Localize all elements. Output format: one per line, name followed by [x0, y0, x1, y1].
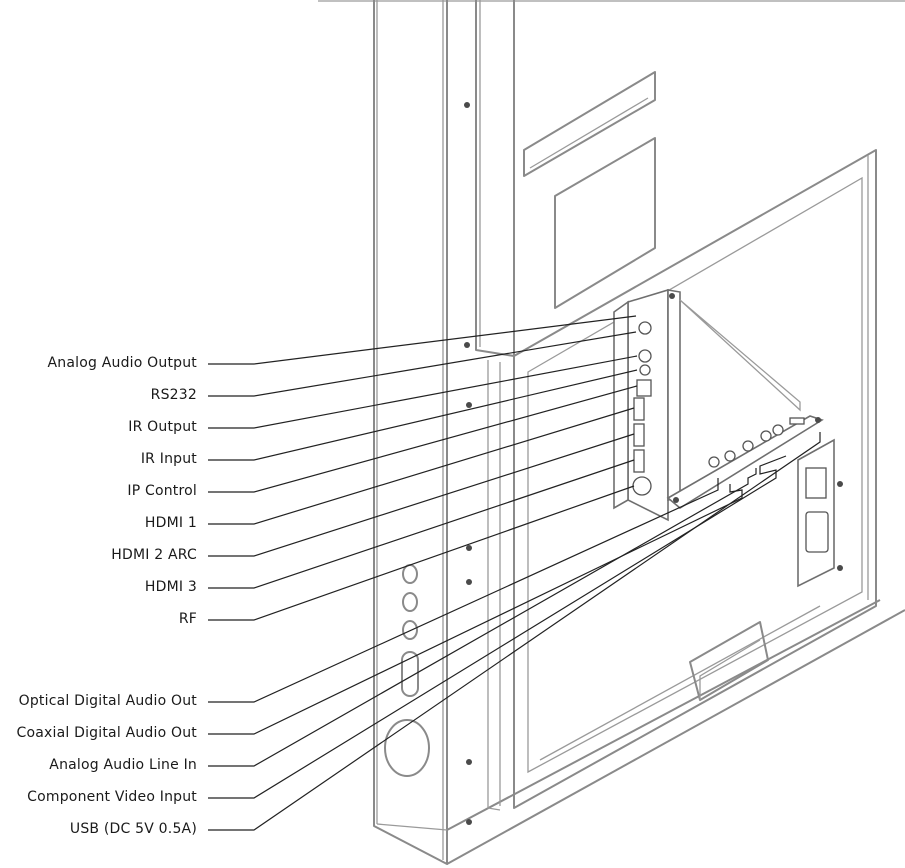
component-video-port — [760, 430, 772, 442]
label-hdmi3: HDMI 3 — [145, 579, 197, 595]
label-rf: RF — [179, 611, 197, 627]
label-usb: USB (DC 5V 0.5A) — [70, 821, 197, 837]
rf-port — [632, 476, 652, 496]
optical-audio-port — [708, 456, 720, 468]
power-switch — [805, 467, 827, 499]
label-ir-output: IR Output — [128, 419, 197, 435]
leader-hdmi1 — [208, 407, 635, 525]
label-optical-digital-audio-out: Optical Digital Audio Out — [19, 693, 198, 709]
rs232-port — [638, 349, 652, 363]
leader-hdmi3 — [208, 459, 635, 589]
ir-output-port — [639, 364, 651, 376]
label-analog-audio-output: Analog Audio Output — [48, 355, 198, 371]
label-hdmi1: HDMI 1 — [145, 515, 197, 531]
hdmi2-arc-port — [633, 423, 645, 447]
leader-rs232 — [208, 331, 637, 397]
leader-ir-output — [208, 355, 638, 429]
callout-labels: Analog Audio Output RS232 IR Output IR I… — [17, 355, 198, 837]
leader-lines — [208, 315, 821, 831]
analog-audio-output-port — [638, 321, 652, 335]
power-inlet — [805, 511, 829, 553]
label-analog-audio-line-in: Analog Audio Line In — [49, 757, 197, 773]
leader-usb — [208, 432, 821, 831]
usb-port — [789, 417, 805, 425]
hdmi1-port — [633, 397, 645, 421]
label-ir-input: IR Input — [141, 451, 197, 467]
leader-component-video-input — [208, 455, 787, 799]
hdmi3-port — [633, 449, 645, 473]
analog-line-in-port — [742, 440, 754, 452]
label-coaxial-digital-audio-out: Coaxial Digital Audio Out — [17, 725, 198, 741]
leader-hdmi2-arc — [208, 433, 635, 557]
label-component-video-input: Component Video Input — [27, 789, 197, 805]
component-video-port-2 — [772, 424, 784, 436]
leader-ir-input — [208, 369, 638, 461]
bottom-connector-module — [666, 289, 824, 509]
leader-rf — [208, 485, 635, 621]
leader-coaxial-digital-audio-out — [208, 484, 743, 735]
cabinet-line-art — [318, 0, 905, 865]
side-connector-module — [613, 288, 669, 522]
leader-analog-audio-output — [208, 315, 637, 365]
leader-analog-audio-line-in — [208, 468, 757, 767]
ip-control-port — [636, 379, 652, 397]
power-inlet-module — [797, 438, 843, 588]
leader-optical-digital-audio-out — [208, 478, 719, 703]
coaxial-audio-port — [724, 450, 736, 462]
label-ip-control: IP Control — [127, 483, 197, 499]
label-rs232: RS232 — [151, 387, 197, 403]
label-hdmi2-arc: HDMI 2 ARC — [111, 547, 197, 563]
leader-ip-control — [208, 385, 638, 493]
